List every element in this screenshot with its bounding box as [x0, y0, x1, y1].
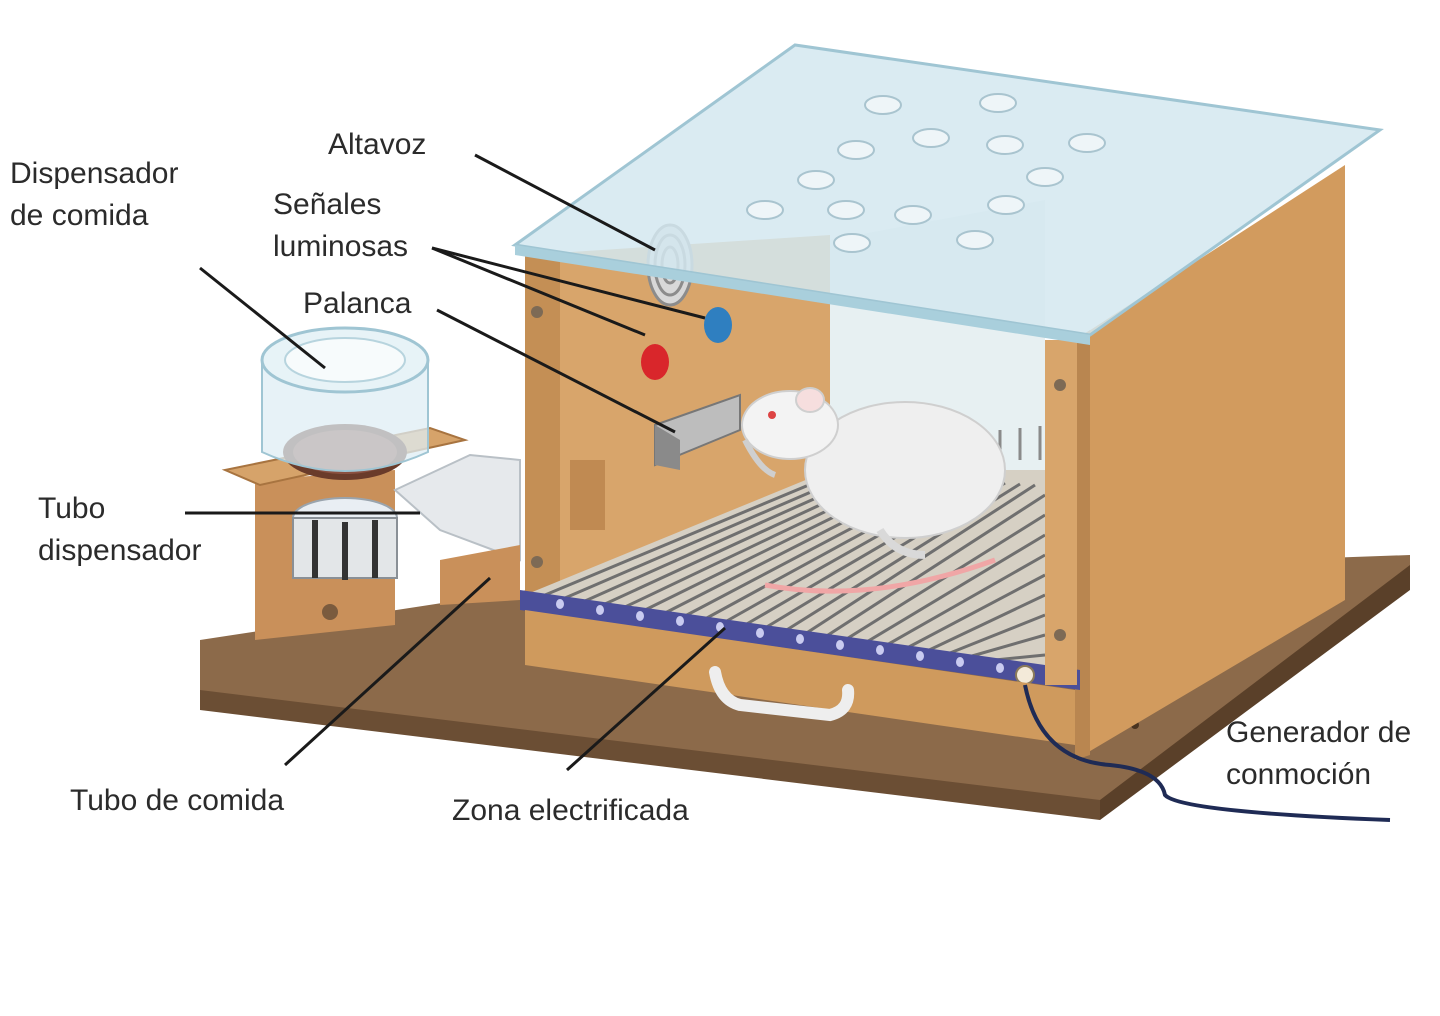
- front-pillar: [531, 306, 1077, 685]
- drawer: [525, 610, 1075, 745]
- leader-lines: [185, 153, 727, 772]
- label-light-signals: Señales luminosas: [273, 188, 409, 263]
- label-shock-generator: Generador de conmoción: [1226, 716, 1412, 791]
- rat-icon: [741, 387, 1006, 594]
- electrified-rail: [520, 590, 1080, 690]
- right-wall: [1075, 165, 1345, 760]
- red-light-icon: [641, 344, 669, 380]
- label-food-dispenser: Dispensador de comida: [10, 157, 179, 232]
- label-dispenser-tube: Tubo dispensador: [38, 492, 202, 567]
- label-lever: Palanca: [303, 287, 412, 320]
- shock-cable: [1023, 684, 1391, 822]
- lever-icon: [654, 393, 741, 470]
- label-speaker: Altavoz: [328, 128, 427, 161]
- light-signals: [641, 307, 732, 380]
- glass-lid: [511, 43, 1384, 345]
- label-food-tube: Tubo de comida: [70, 784, 285, 817]
- label-electrified-zone: Zona electrificada: [452, 794, 689, 827]
- blue-light-icon: [704, 307, 732, 343]
- dispenser-tube: [393, 453, 521, 605]
